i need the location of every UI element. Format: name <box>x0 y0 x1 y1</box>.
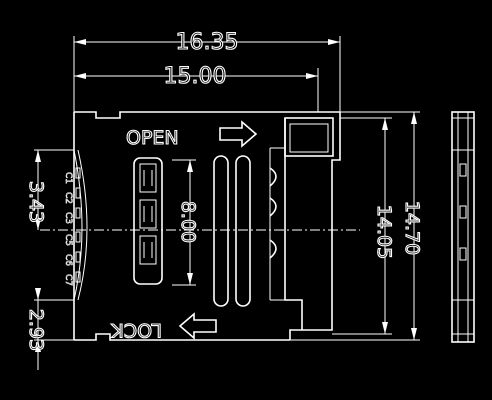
body-height-label: 14.05 <box>373 205 395 259</box>
slot-height-label: 8.00 <box>177 201 199 243</box>
dimension-body-height: 14.05 <box>332 117 396 335</box>
pin-label-c3: C3 <box>63 212 73 224</box>
latch-frame <box>269 117 334 330</box>
dimension-left-upper: 3.43 <box>24 149 74 230</box>
connector-body <box>73 111 341 341</box>
pin-label-c1: C1 <box>63 172 73 184</box>
overall-width-label: 16.35 <box>176 30 239 55</box>
overall-height-label: 14.70 <box>401 201 423 255</box>
open-arrow-icon <box>219 120 258 148</box>
side-view <box>451 111 475 343</box>
lock-arrow-icon <box>178 312 217 340</box>
pin-label-c5: C5 <box>63 234 73 246</box>
left-upper-label: 3.43 <box>25 181 47 223</box>
guide-rails <box>213 155 251 307</box>
pin-labels: C1 C2 C3 C5 C6 C7 <box>63 172 74 287</box>
open-label: OPEN <box>126 127 179 149</box>
pin-label-c7: C7 <box>63 274 73 286</box>
dimension-body-width: 15.00 <box>74 63 319 112</box>
dimension-overall-width: 16.35 <box>73 29 341 112</box>
contact-window <box>133 157 163 285</box>
pin-stubs <box>75 167 81 283</box>
pin-label-c6: C6 <box>63 254 73 266</box>
left-lower-label: 2.93 <box>25 309 47 351</box>
lock-label: LOCK <box>111 319 162 341</box>
dimension-overall-height: 14.70 <box>290 111 424 341</box>
dimension-slot-height: 8.00 <box>172 159 200 286</box>
pin-label-c2: C2 <box>63 192 73 204</box>
dimension-left-lower: 2.93 <box>24 288 74 370</box>
body-width-label: 15.00 <box>164 64 227 89</box>
